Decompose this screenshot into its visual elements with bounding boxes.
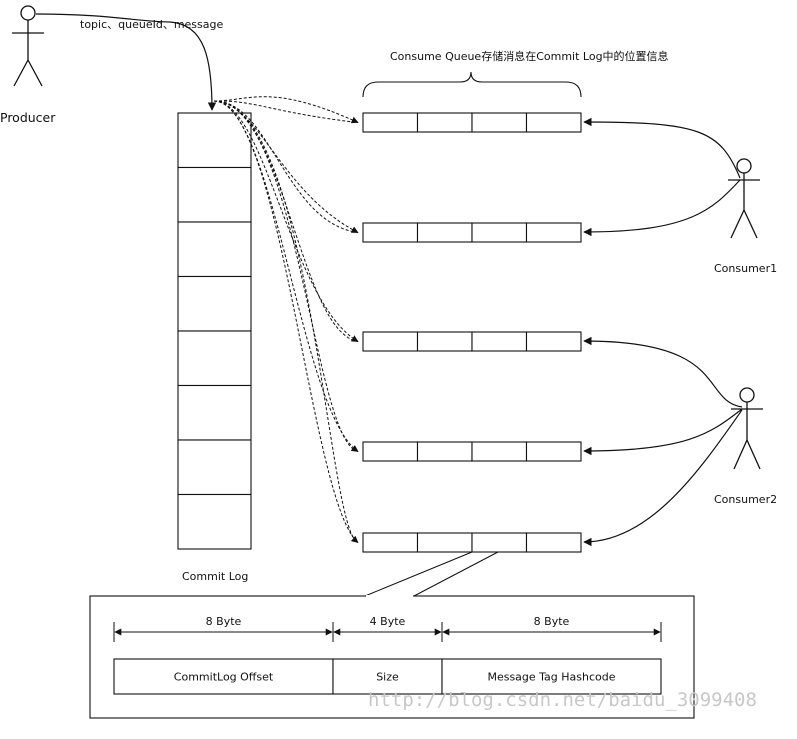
consume-queue-5 <box>362 532 582 553</box>
consume-queue-brace <box>362 71 582 98</box>
consume-queue-1 <box>362 112 582 133</box>
field-box <box>441 658 662 695</box>
consume-queue-cell <box>525 331 582 352</box>
consume-queue-cell <box>471 331 528 352</box>
consume-queue-cell <box>525 441 582 462</box>
producer-label: Producer <box>0 110 56 125</box>
field-name-label: Message Tag Hashcode <box>487 671 615 684</box>
commit-log-label: Commit Log <box>182 570 248 583</box>
dashed-arrow-queue-5 <box>213 100 359 543</box>
field-name-label: Size <box>376 671 399 684</box>
consume-queue-cell <box>416 532 473 553</box>
field-name-label: CommitLog Offset <box>174 671 274 684</box>
entry-format-box <box>89 595 695 719</box>
consumer2-to-queue4-arrow <box>583 408 743 456</box>
dashed-arrow-queue-4 <box>213 100 359 452</box>
consume-queue-label: Consume Queue存储消息在Commit Log中的位置信息 <box>390 49 669 63</box>
commit-log-cell <box>177 221 252 278</box>
commit-log-column <box>177 112 252 550</box>
consume-queue-4 <box>362 441 582 462</box>
commit-log-cell <box>177 166 252 223</box>
consumer2-to-queue5-arrow <box>583 409 743 547</box>
consume-queue-cell <box>362 222 419 243</box>
consumer1-to-queue1-arrow <box>583 117 741 179</box>
consumer2-to-queue3-arrow <box>583 336 743 408</box>
dashed-arrow-queue-3 <box>213 100 359 342</box>
field-size-label: 4 Byte <box>370 615 406 628</box>
consume-queue-2 <box>362 222 582 243</box>
dashed-arrow-queue-1 <box>213 96 359 124</box>
commitlog-to-queue-arrows <box>213 96 359 543</box>
consume-queue-cell <box>471 441 528 462</box>
consume-queue-cell <box>362 532 419 553</box>
dashed-arrow-queue-2-alt <box>213 100 359 233</box>
consume-queue-cell <box>525 222 582 243</box>
field-size-label: 8 Byte <box>534 615 570 628</box>
consume-queue-cell <box>525 532 582 553</box>
consume-queue-cell <box>362 331 419 352</box>
consume-queue-cell <box>416 331 473 352</box>
consume-queue-cell <box>471 222 528 243</box>
dashed-arrow-queue-3-alt <box>213 100 359 342</box>
field-box <box>332 658 443 695</box>
producer-to-commitlog-arrow <box>35 13 217 111</box>
consume-queue-3 <box>362 331 582 352</box>
consume-queue-cell <box>525 112 582 133</box>
commit-log-cell <box>177 330 252 387</box>
callout-line-right <box>413 551 499 597</box>
consumer1-label: Consumer1 <box>714 262 777 275</box>
consumer2-label: Consumer2 <box>714 493 777 506</box>
consumer1-actor-icon <box>728 158 760 239</box>
consume-queue-cell <box>416 441 473 462</box>
consumer2-actor-icon <box>731 387 763 470</box>
consume-queue-cell <box>416 112 473 133</box>
commit-log-cell <box>177 493 252 550</box>
watermark-text: http://blog.csdn.net/baidu_3099408 <box>368 689 757 711</box>
message-label: topic、queueId、message <box>80 18 223 31</box>
consumer1-to-queue2-arrow <box>583 179 741 237</box>
commit-log-cell <box>177 112 252 169</box>
dashed-arrow-queue-1-alt <box>213 100 359 123</box>
commit-log-cell <box>177 275 252 332</box>
commit-log-cell <box>177 439 252 496</box>
consume-queue-cell <box>362 112 419 133</box>
consume-queue-cell <box>362 441 419 462</box>
dashed-arrow-queue-4-alt <box>213 100 359 452</box>
consume-queues <box>362 112 582 553</box>
commit-log-cell <box>177 384 252 441</box>
callout-line-left <box>364 551 473 597</box>
field-size-label: 8 Byte <box>206 615 242 628</box>
consume-queue-cell <box>471 112 528 133</box>
dashed-arrow-queue-5-alt <box>213 100 359 543</box>
producer-actor-icon <box>12 5 44 87</box>
consume-queue-cell <box>416 222 473 243</box>
consume-queue-cell <box>471 532 528 553</box>
